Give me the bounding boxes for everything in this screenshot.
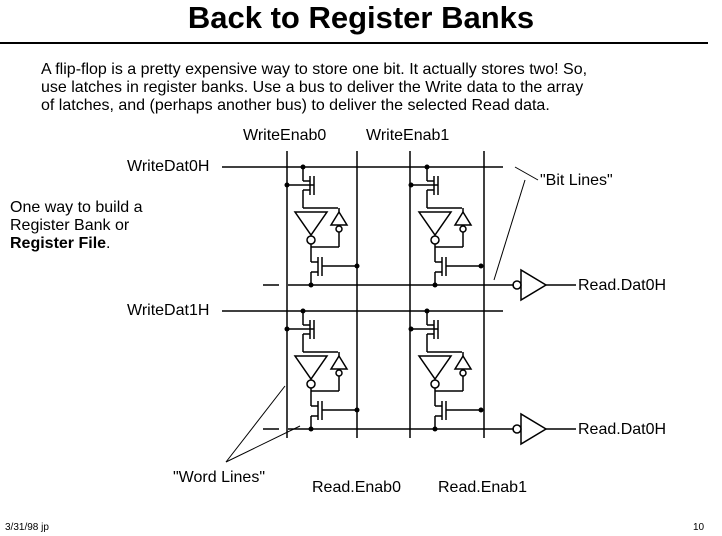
side-note-period: .	[106, 235, 111, 252]
intro-line: A flip-flop is a pretty expensive way to…	[41, 61, 588, 78]
side-note: One way to build a Register Bank or Regi…	[10, 199, 143, 253]
read-dat0-label-bottom: Read.Dat0H	[578, 421, 667, 438]
write-dat0-label: WriteDat0H	[127, 158, 210, 175]
bit-lines-pointer	[493, 166, 539, 281]
write-enab0-label: WriteEnab0	[243, 127, 327, 144]
word-lines-pointer	[225, 385, 301, 463]
read-enab1-label: Read.Enab1	[438, 479, 527, 496]
side-note-line: One way to build a	[10, 199, 143, 216]
read-buffer-1	[512, 412, 576, 446]
page-number: 10	[693, 522, 705, 533]
footer-date: 3/31/98 jp	[5, 522, 49, 533]
intro-paragraph: A flip-flop is a pretty expensive way to…	[41, 61, 681, 115]
read-enab0-label: Read.Enab0	[312, 479, 401, 496]
title-divider	[0, 42, 708, 44]
intro-line: use latches in register banks. Use a bus…	[41, 79, 584, 96]
register-file-term: Register File	[10, 235, 107, 252]
read-buffer-0	[512, 268, 576, 302]
bit-lines-label: "Bit Lines"	[540, 172, 613, 189]
latch-cell	[287, 167, 357, 285]
write-dat1-label: WriteDat1H	[127, 302, 210, 319]
junction-dots	[284, 164, 484, 432]
write-enab1-label: WriteEnab1	[366, 127, 450, 144]
intro-line: of latches, and (perhaps another bus) to…	[41, 97, 550, 114]
read-dat0-label-top: Read.Dat0H	[578, 277, 667, 294]
word-lines-label: "Word Lines"	[173, 469, 265, 486]
side-note-line: Register File.	[10, 235, 143, 253]
slide-title: Back to Register Banks	[187, 0, 535, 35]
side-note-line: Register Bank or	[10, 217, 130, 234]
